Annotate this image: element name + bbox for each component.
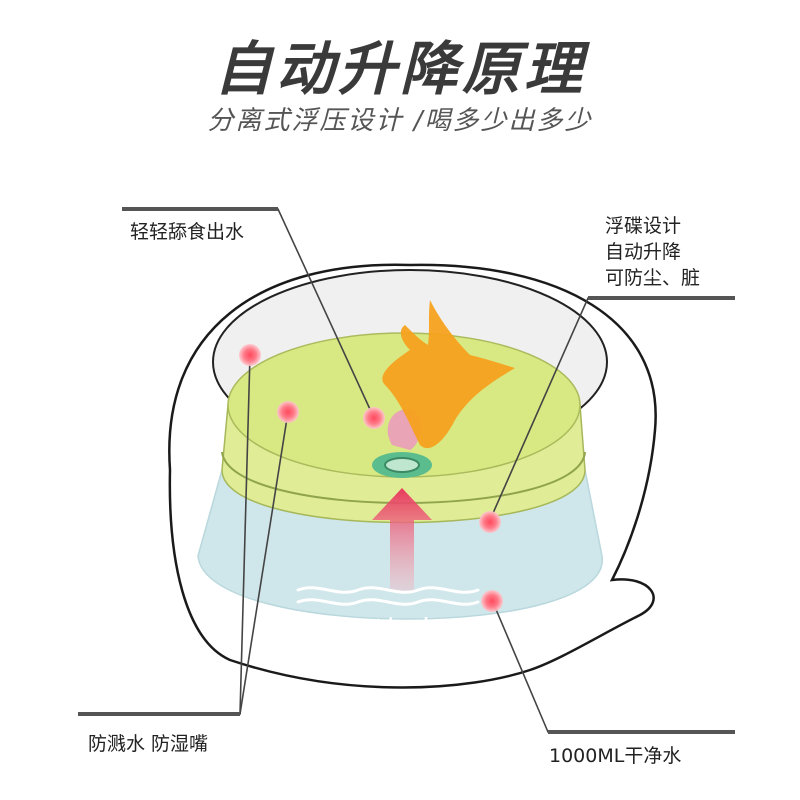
pet-silhouette (382, 300, 515, 449)
marker-dot-lick (363, 407, 385, 429)
marker-dot-splash-1 (239, 344, 261, 366)
marker-dot-capacity (481, 590, 503, 612)
callout-float-line3: 可防尘、脏 (605, 267, 701, 289)
leader-line-caps (78, 207, 735, 734)
water-label: 干净水 (340, 614, 446, 652)
center-valve-inner (384, 457, 420, 473)
marker-dot-float (479, 511, 501, 533)
callout-float-line2: 自动升降 (605, 241, 682, 263)
water-waves (296, 586, 480, 606)
callout-lick: 轻轻舔食出水 (130, 221, 245, 243)
callout-float-line1: 浮碟设计 (605, 215, 682, 237)
callout-splash: 防溅水 防湿嘴 (88, 733, 209, 755)
page-subtitle: 分离式浮压设计 /喝多少出多少 (207, 106, 593, 136)
rising-arrow-icon (372, 488, 432, 592)
callout-capacity: 1000ML干净水 (549, 745, 682, 767)
page-title: 自动升降原理 (213, 35, 586, 103)
callout-float: 浮碟设计 自动升降 可防尘、脏 (605, 213, 700, 291)
marker-dot-splash-2 (277, 401, 299, 423)
